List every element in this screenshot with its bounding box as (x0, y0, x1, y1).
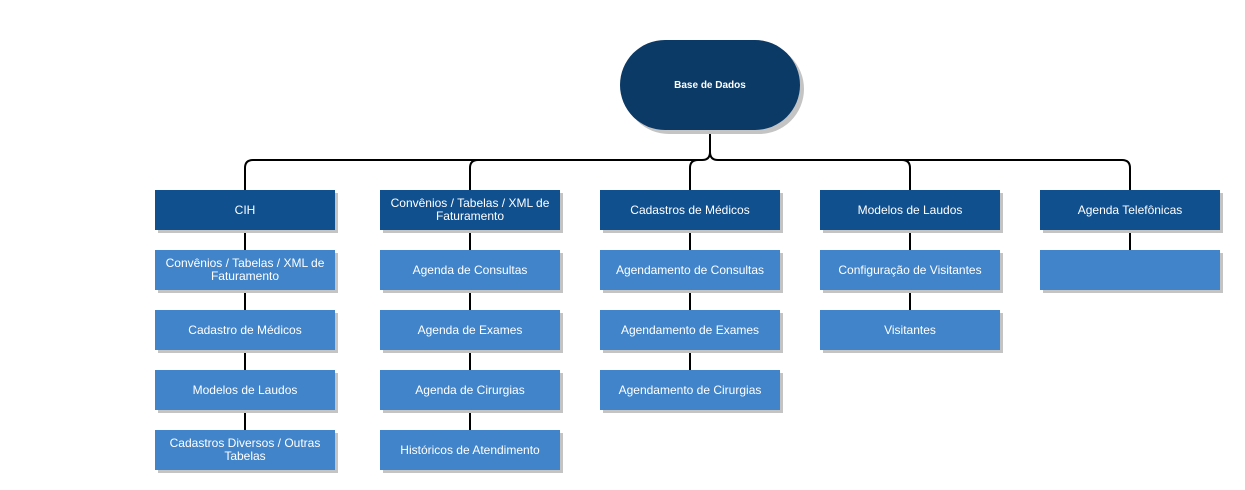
child-node-label: Visitantes (884, 322, 936, 337)
child-node-label: Agenda de Exames (417, 322, 523, 337)
child-node-label: Cadastro de Médicos (188, 322, 302, 337)
branch-connector-0 (244, 159, 702, 190)
header-node-convenios-tabelas-xml-de-faturamento[interactable]: Convênios / Tabelas / XML de Faturamento (380, 190, 560, 230)
header-node-label: Convênios / Tabelas / XML de Faturamento (390, 196, 550, 223)
child-node-label: Agendamento de Exames (620, 322, 760, 337)
header-node-label: Agenda Telefônicas (1077, 202, 1183, 217)
child-node-convenios-tabelas-xml-de-faturamento[interactable]: Convênios / Tabelas / XML de Faturamento (155, 250, 335, 290)
child-node-label: Convênios / Tabelas / XML de Faturamento (165, 256, 325, 283)
root-stem-right (709, 151, 719, 161)
child-node-label: Históricos de Atendimento (400, 442, 540, 457)
child-node-agenda-de-cirurgias[interactable]: Agenda de Cirurgias (380, 370, 560, 410)
child-node-label: Cadastros Diversos / Outras Tabelas (169, 436, 321, 463)
header-node-modelos-de-laudos[interactable]: Modelos de Laudos (820, 190, 1000, 230)
child-node-agendamento-de-exames[interactable]: Agendamento de Exames (600, 310, 780, 350)
child-node-label: Agenda de Cirurgias (415, 382, 525, 397)
header-node-label: CIH (234, 202, 256, 217)
header-node-label: Modelos de Laudos (857, 202, 963, 217)
child-node-label: Agendamento de Consultas (615, 262, 765, 277)
branch-connector-2 (689, 159, 702, 190)
child-node-label: Agendamento de Cirurgias (618, 382, 762, 397)
child-node-modelos-de-laudos[interactable]: Modelos de Laudos (155, 370, 335, 410)
child-node-agendamento-de-consultas[interactable]: Agendamento de Consultas (600, 250, 780, 290)
child-node-empty[interactable] (1040, 250, 1220, 290)
root-stem-left (701, 130, 711, 161)
child-node-cadastro-de-medicos[interactable]: Cadastro de Médicos (155, 310, 335, 350)
branch-connector-3 (718, 159, 911, 190)
branch-connector-4 (718, 159, 1131, 190)
child-node-agenda-de-exames[interactable]: Agenda de Exames (380, 310, 560, 350)
child-node-historicos-de-atendimento[interactable]: Históricos de Atendimento (380, 430, 560, 470)
root-node-base-de-dados[interactable]: Base de Dados (620, 40, 800, 130)
child-node-visitantes[interactable]: Visitantes (820, 310, 1000, 350)
child-node-label: Agenda de Consultas (412, 262, 528, 277)
child-node-cadastros-diversos-outras-tabelas[interactable]: Cadastros Diversos / Outras Tabelas (155, 430, 335, 470)
header-node-agenda-telefonicas[interactable]: Agenda Telefônicas (1040, 190, 1220, 230)
child-node-label: Modelos de Laudos (192, 382, 298, 397)
header-node-cih[interactable]: CIH (155, 190, 335, 230)
child-node-configuracao-de-visitantes[interactable]: Configuração de Visitantes (820, 250, 1000, 290)
child-node-agenda-de-consultas[interactable]: Agenda de Consultas (380, 250, 560, 290)
root-node-label: Base de Dados (674, 79, 746, 91)
header-node-label: Cadastros de Médicos (630, 202, 750, 217)
child-node-agendamento-de-cirurgias[interactable]: Agendamento de Cirurgias (600, 370, 780, 410)
header-node-cadastros-de-medicos[interactable]: Cadastros de Médicos (600, 190, 780, 230)
branch-connector-1 (469, 159, 702, 190)
child-node-label: Configuração de Visitantes (838, 262, 982, 277)
